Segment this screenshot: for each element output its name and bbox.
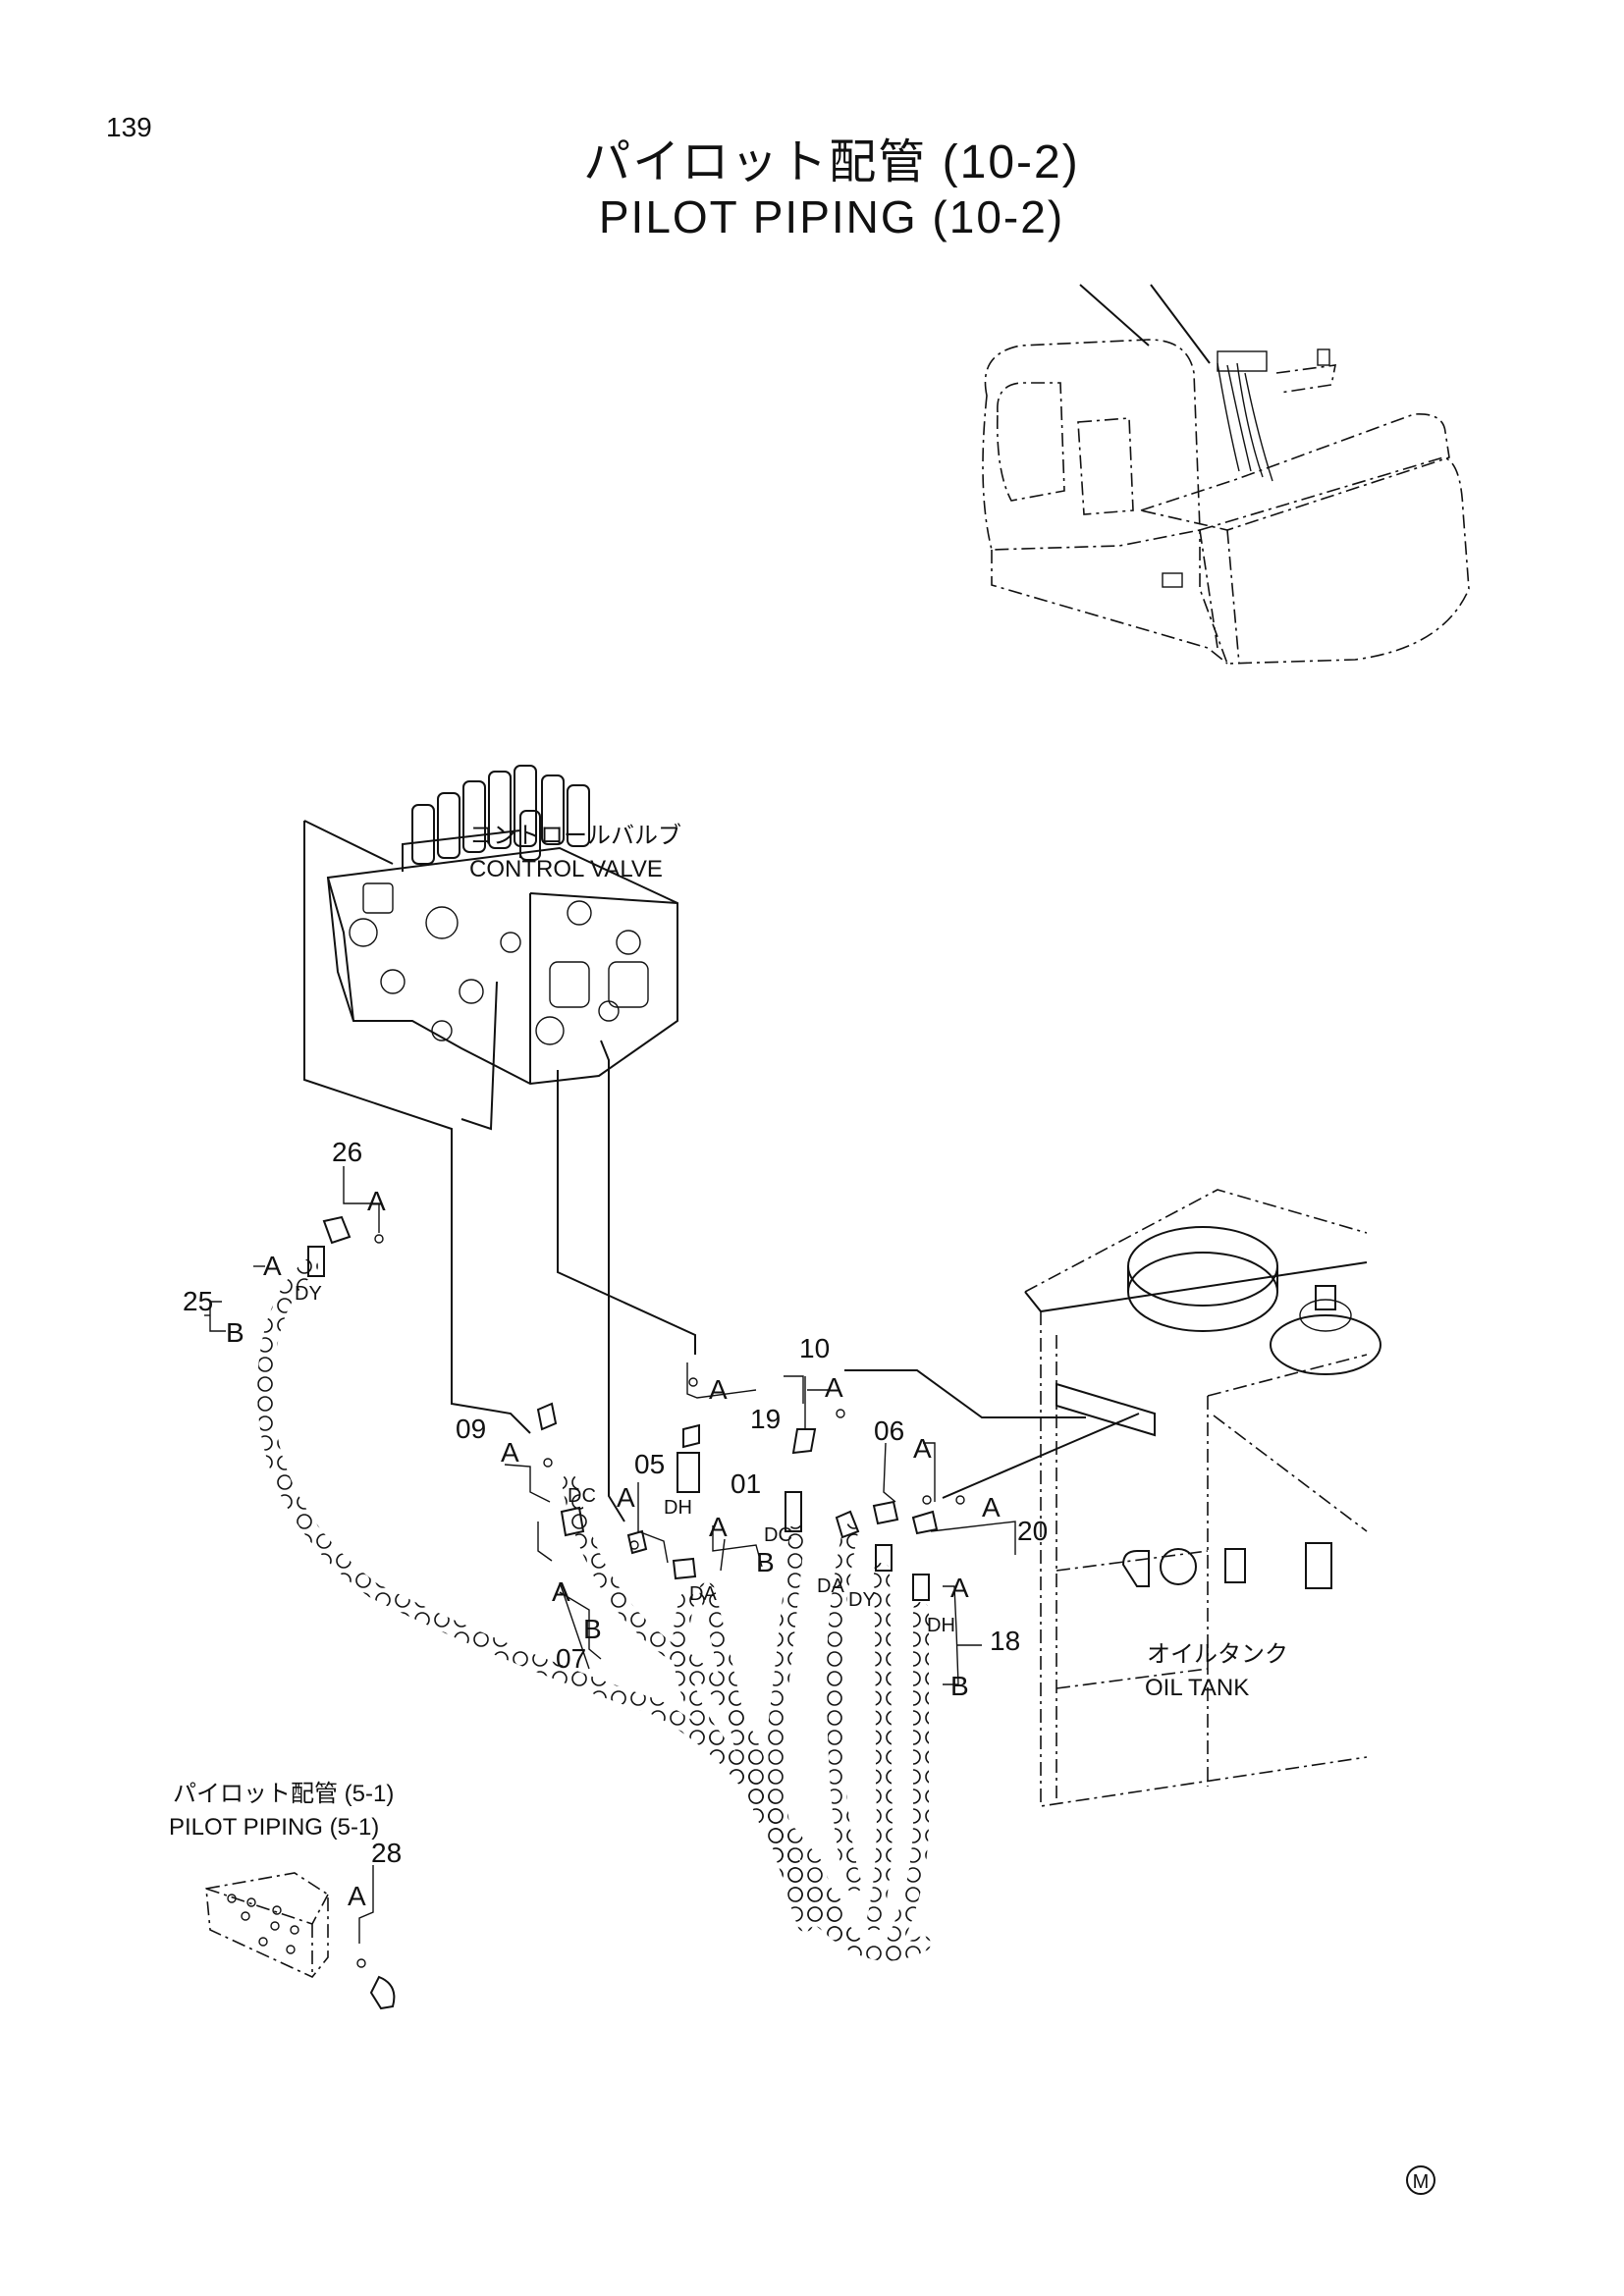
part-number-25: 25 bbox=[183, 1286, 214, 1316]
control-valve-block bbox=[326, 765, 678, 1086]
part-number-09: 09 bbox=[456, 1414, 487, 1444]
port-label-b: B bbox=[950, 1671, 969, 1701]
excavator-thumbnail bbox=[982, 284, 1470, 665]
port-label-a: A bbox=[501, 1437, 519, 1468]
pilot-piping-ref-label-ja: パイロット配管 (5-1) bbox=[173, 1781, 395, 1807]
part-number-26: 26 bbox=[332, 1137, 363, 1167]
callout-brackets bbox=[204, 1166, 1016, 1944]
o-rings bbox=[356, 1234, 965, 1968]
part-number-28: 28 bbox=[371, 1838, 403, 1868]
port-label-b: B bbox=[756, 1547, 775, 1577]
port-label-a: A bbox=[982, 1492, 1001, 1522]
hose-code-da: DA bbox=[817, 1575, 844, 1597]
port-label-b: B bbox=[583, 1614, 602, 1644]
port-label-b: B bbox=[226, 1317, 244, 1348]
page-number: 139 bbox=[106, 112, 152, 142]
page-title-en: PILOT PIPING (10-2) bbox=[598, 191, 1065, 242]
manufacturer-mark: M bbox=[1406, 2165, 1435, 2195]
hose-code-dh: DH bbox=[664, 1497, 692, 1519]
oil-tank-outline bbox=[1024, 1189, 1381, 1807]
port-label-a: A bbox=[825, 1372, 843, 1403]
port-label-a: A bbox=[552, 1576, 570, 1607]
hose-code-da: DA bbox=[689, 1583, 717, 1605]
port-label-a: A bbox=[709, 1374, 728, 1405]
hose-code-dc: DC bbox=[764, 1524, 792, 1546]
part-number-01: 01 bbox=[731, 1468, 762, 1499]
port-label-a: A bbox=[950, 1573, 969, 1603]
port-label-a: A bbox=[709, 1512, 728, 1542]
hose-code-dy: DY bbox=[848, 1589, 876, 1611]
leader-lines bbox=[303, 820, 1140, 1522]
control-valve-label-en: CONTROL VALVE bbox=[469, 856, 663, 882]
part-number-10: 10 bbox=[799, 1333, 831, 1363]
port-label-a: A bbox=[913, 1433, 932, 1464]
part-number-05: 05 bbox=[634, 1449, 666, 1479]
control-valve-label-ja: コントロールバルブ bbox=[469, 823, 681, 849]
pilot-piping-ref-label-en: PILOT PIPING (5-1) bbox=[169, 1814, 380, 1841]
port-label-a: A bbox=[263, 1251, 282, 1281]
part-number-06: 06 bbox=[874, 1415, 905, 1446]
part-number-19: 19 bbox=[750, 1404, 782, 1434]
part-number-20: 20 bbox=[1017, 1516, 1049, 1546]
hose-code-dy: DY bbox=[295, 1283, 322, 1305]
hose-code-dh: DH bbox=[927, 1615, 955, 1636]
oil-tank-label-ja: オイルタンク bbox=[1147, 1641, 1288, 1668]
oil-tank-label-en: OIL TANK bbox=[1145, 1675, 1250, 1701]
part-number-07: 07 bbox=[556, 1643, 587, 1674]
pilot-block-5-1 bbox=[205, 1872, 396, 2010]
port-label-a: A bbox=[348, 1881, 366, 1911]
hose-code-dc: DC bbox=[568, 1485, 596, 1507]
port-label-a: A bbox=[367, 1186, 386, 1216]
part-number-18: 18 bbox=[990, 1626, 1021, 1656]
port-label-a: A bbox=[617, 1482, 635, 1513]
page-title-ja: パイロット配管 (10-2) bbox=[583, 136, 1080, 188]
hose-bundle bbox=[256, 1258, 931, 1962]
